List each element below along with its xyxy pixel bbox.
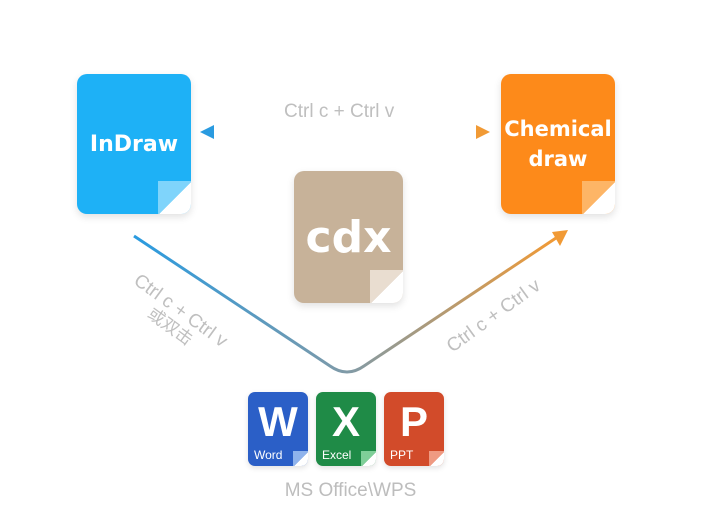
ppt-letter: P: [399, 398, 428, 445]
indraw-document-icon: InDraw: [77, 74, 191, 214]
indraw-label: InDraw: [89, 131, 179, 157]
v-arrow-head: [552, 230, 568, 246]
cdx-label: cdx: [305, 211, 392, 263]
v-arrow-path: [133, 234, 557, 374]
chemdraw-document-icon: Chemical draw: [501, 74, 615, 214]
chemdraw-fold-corner: [582, 181, 615, 214]
top-arrow-left-head: [200, 125, 214, 139]
top-arrow-right-head: [476, 125, 490, 139]
word-app-icon: W Word: [248, 392, 308, 466]
ppt-fold-corner: [429, 451, 444, 466]
word-letter: W: [258, 398, 298, 445]
word-name: Word: [254, 448, 283, 462]
chemdraw-label-line2: draw: [528, 147, 588, 171]
ppt-app-icon: P PPT: [384, 392, 444, 466]
word-fold-corner: [293, 451, 308, 466]
excel-app-icon: X Excel: [316, 392, 376, 466]
cdx-document-icon: cdx: [294, 171, 403, 303]
ppt-name: PPT: [390, 448, 414, 462]
excel-fold-corner: [361, 451, 376, 466]
chemdraw-label-line1: Chemical: [504, 117, 612, 141]
office-suite-label: MS Office\WPS: [284, 480, 417, 501]
indraw-fold-corner: [158, 181, 191, 214]
cdx-fold-corner: [370, 270, 403, 303]
top-edge-label: Ctrl c + Ctrl v: [284, 101, 395, 122]
excel-name: Excel: [322, 448, 352, 462]
excel-letter: X: [331, 398, 360, 445]
